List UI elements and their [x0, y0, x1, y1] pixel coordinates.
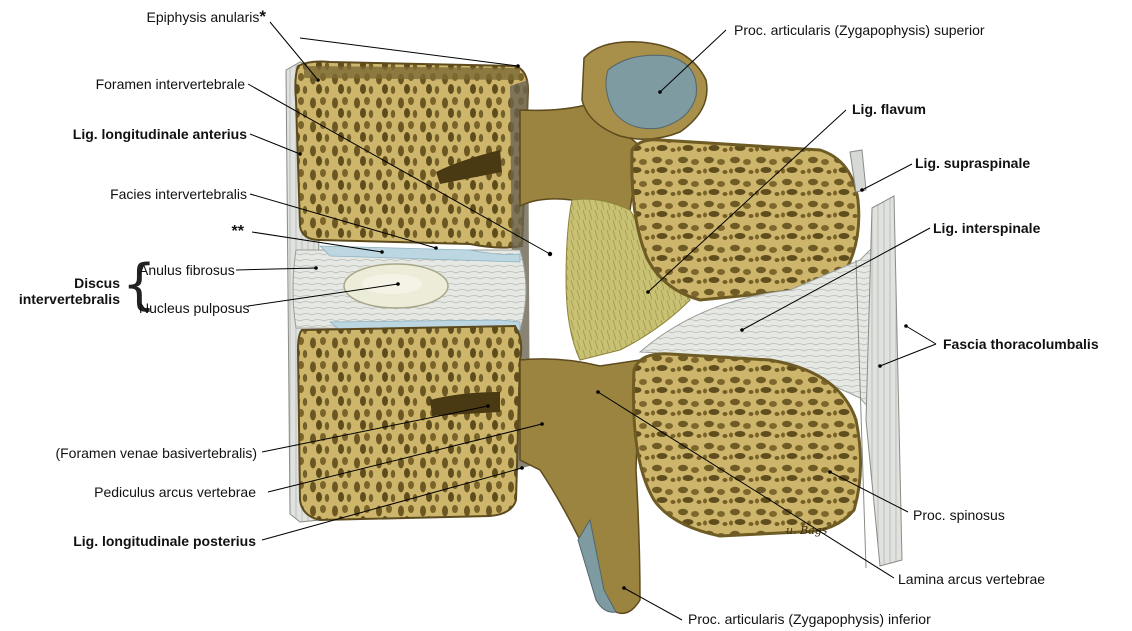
fascia-shape: [865, 195, 903, 567]
label-lamina: Lamina arcus vertebrae: [898, 571, 1046, 587]
label-foramen-intervertebrale: Foramen intervertebrale: [95, 76, 245, 92]
epiphysis-text: Epiphysis anularis: [146, 9, 260, 25]
lower-basivertebral-canal: [430, 392, 500, 416]
label-nucleus-pulposus: Nucleus pulposus: [139, 300, 250, 316]
curly-brace-icon: {: [122, 253, 157, 316]
label-lig-flavum: Lig. flavum: [852, 101, 926, 117]
label-lig-long-anterius: Lig. longitudinale anterius: [72, 126, 247, 142]
upper-basivertebral-canal: [436, 150, 502, 184]
label-proc-art-inferior: Proc. articularis (Zygapophysis) inferio…: [688, 611, 931, 627]
label-double-asterisk: **: [231, 223, 244, 240]
label-fascia-thoracolumbalis: Fascia thoracolumbalis: [943, 336, 1099, 352]
label-proc-art-superior: Proc. articularis (Zygapophysis) superio…: [734, 22, 985, 38]
inferior-articular-process: [577, 518, 617, 613]
lower-pedicle: [519, 358, 641, 615]
label-lig-long-posterius: Lig. longitudinale posterius: [73, 533, 256, 549]
upper-endplate-cortex: [304, 66, 520, 80]
supraspinale-shape: [849, 149, 867, 193]
leader-dots: [298, 64, 908, 590]
label-proc-spinosus: Proc. spinosus: [913, 507, 1005, 523]
label-discus-line1: Discus: [74, 275, 120, 291]
label-pediculus: Pediculus arcus vertebrae: [94, 484, 256, 500]
label-foramen-venae: (Foramen venae basivertebralis): [55, 445, 257, 461]
label-lig-supraspinale: Lig. supraspinale: [915, 155, 1031, 171]
asterisk-single: *: [259, 7, 266, 26]
upper-vertebral-body: [294, 60, 530, 249]
label-anulus-fibrosus: Anulus fibrosus: [139, 262, 235, 278]
leader-lines: [235, 21, 937, 621]
lower-vertebral-body: [296, 324, 523, 522]
label-facies-intervertebralis: Facies intervertebralis: [110, 186, 247, 202]
label-discus-line2: intervertebralis: [18, 291, 120, 307]
label-lig-interspinale: Lig. interspinale: [933, 220, 1041, 236]
flavum-shape: [565, 198, 691, 361]
articular-facet: [605, 54, 697, 130]
lower-spinous-process: [631, 352, 862, 538]
artist-signature: u. Bags: [786, 524, 828, 537]
label-epiphysis-anularis: Epiphysis anularis*: [146, 7, 266, 26]
